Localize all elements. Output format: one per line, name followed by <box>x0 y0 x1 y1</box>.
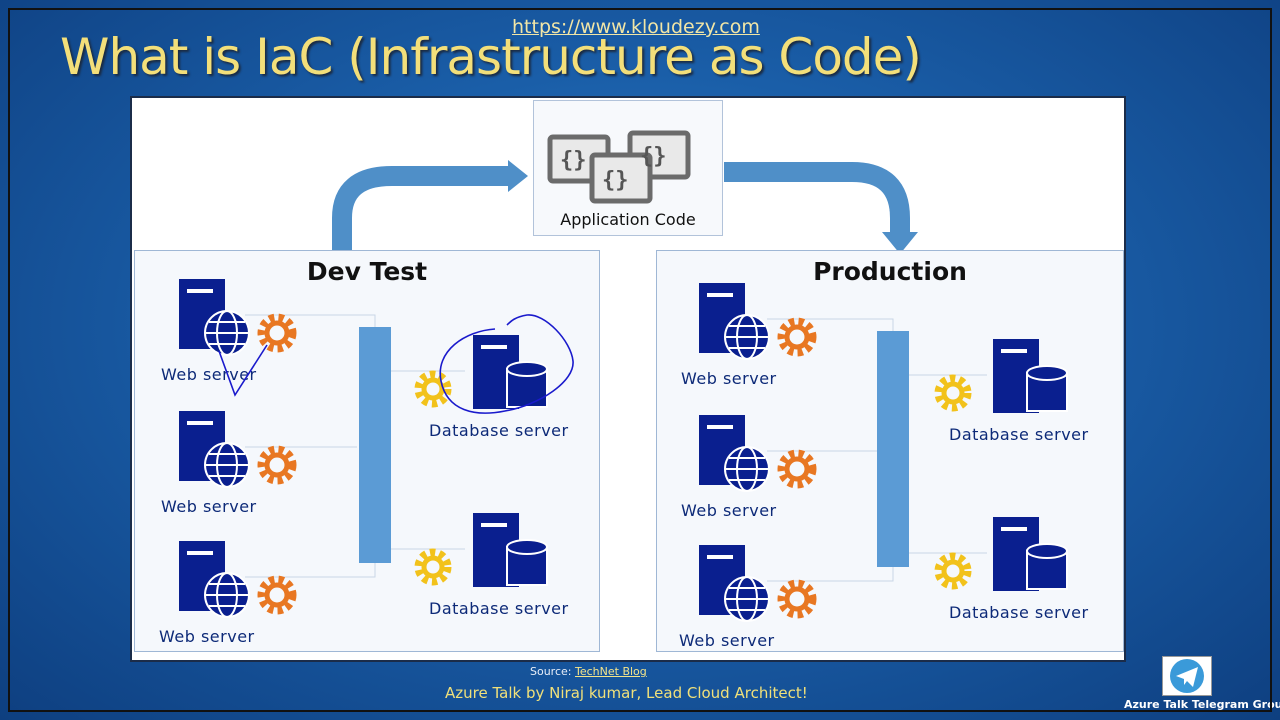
arrow-head-down <box>882 232 918 254</box>
arrow-devtest-to-app <box>332 166 510 250</box>
web-server-icon <box>699 283 817 360</box>
flow-arrows <box>332 160 918 254</box>
web-server-label: Web server <box>681 369 777 388</box>
source-prefix: Source: <box>530 665 572 678</box>
database-server-icon <box>414 335 548 409</box>
dev-test-title: Dev Test <box>306 257 428 286</box>
database-server-label: Database server <box>949 603 1089 622</box>
web-server-icon <box>699 545 817 622</box>
web-server-label: Web server <box>161 497 257 516</box>
website-url[interactable]: https://www.kloudezy.com <box>512 16 760 38</box>
web-server-label: Web server <box>161 365 257 384</box>
annotation-tick <box>218 344 268 397</box>
svg-text:{}: {} <box>560 148 587 173</box>
telegram-icon <box>1170 659 1204 693</box>
source-link[interactable]: TechNet Blog <box>575 665 647 678</box>
slide-title: What is IaC (Infrastructure as Code) <box>60 28 922 86</box>
code-files-icon: {} {} {} <box>547 130 691 204</box>
application-code-label: Application Code <box>560 210 696 229</box>
database-server-icon <box>934 339 1068 413</box>
production-network-bus <box>877 331 909 567</box>
svg-text:{}: {} <box>602 168 629 193</box>
web-server-icon <box>179 279 297 356</box>
svg-text:{}: {} <box>640 144 667 169</box>
web-server-icon <box>179 411 297 488</box>
web-server-icon <box>179 541 297 618</box>
dev-test-network-bus <box>359 327 391 563</box>
web-server-label: Web server <box>159 627 255 646</box>
web-server-label: Web server <box>681 501 777 520</box>
dev-test-connectors <box>245 314 465 578</box>
telegram-button[interactable] <box>1162 656 1212 696</box>
database-server-icon <box>414 513 548 587</box>
application-code-box: {} {} {} Application Code <box>533 100 723 236</box>
source-credit: Source: TechNet Blog <box>530 665 647 678</box>
production-connectors <box>767 318 987 582</box>
arrow-app-to-production <box>724 162 910 234</box>
web-server-icon <box>699 415 817 492</box>
dev-test-panel: Dev Test <box>134 250 600 652</box>
footer-credit: Azure Talk by Niraj kumar, Lead Cloud Ar… <box>445 684 808 702</box>
database-server-label: Database server <box>949 425 1089 444</box>
production-panel: Production <box>656 250 1124 652</box>
web-server-label: Web server <box>679 631 775 650</box>
production-title: Production <box>813 257 967 286</box>
database-server-icon <box>934 517 1068 591</box>
arrow-head-right <box>508 160 528 192</box>
diagram-canvas: {} {} {} Application Code Dev Test <box>130 96 1126 662</box>
database-server-label: Database server <box>429 599 569 618</box>
annotation-scribbles <box>218 314 574 414</box>
telegram-label: Azure Talk Telegram Group <box>1124 698 1280 711</box>
annotation-circle <box>439 314 574 414</box>
database-server-label: Database server <box>429 421 569 440</box>
